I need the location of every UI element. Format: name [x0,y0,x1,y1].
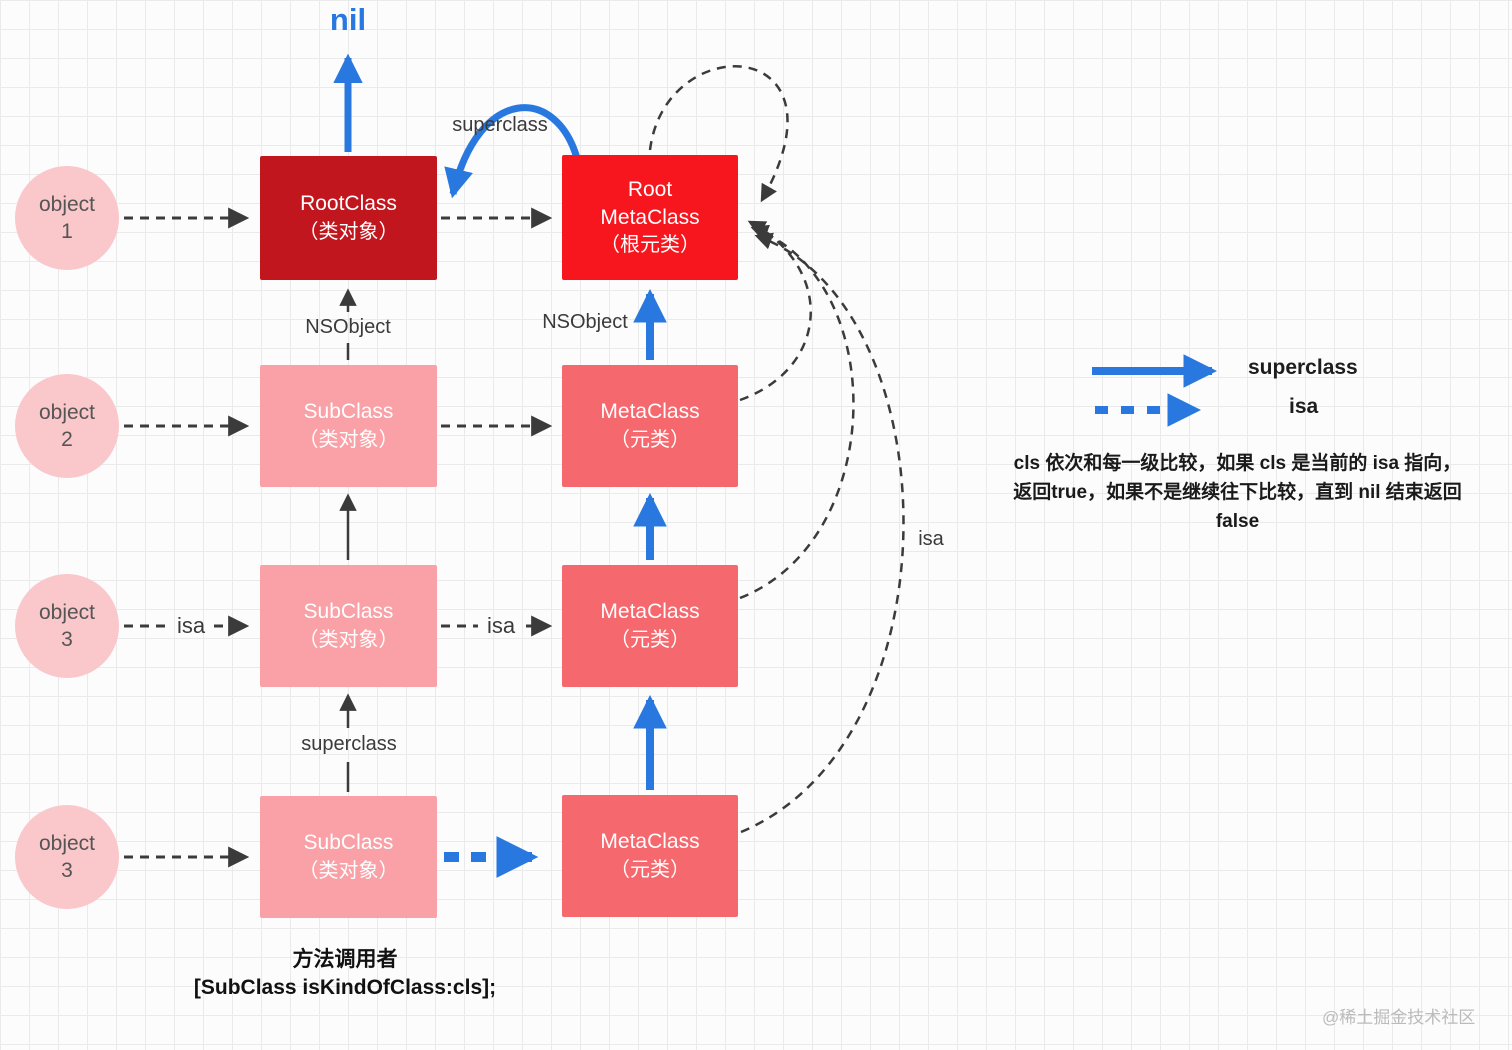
note-line2: 返回true，如果不是继续往下比较，直到 nil 结束返回 [1013,482,1462,503]
method-caller-caption: 方法调用者 [SubClass isKindOfClass:cls]; [150,946,540,1002]
metaclass3-subtitle: （元类） [610,628,690,651]
object-3b-circle: object 3 [15,805,119,909]
watermark: @稀土掘金技术社区 [1322,1008,1476,1027]
root-metaclass-line1: Root [627,177,673,201]
superclass-bottom-label: superclass [301,733,397,755]
isa-class-label: isa [486,613,516,638]
subclass3-box: SubClass （类对象） [260,565,437,687]
subclass2-title: SubClass [303,400,394,424]
metaclass2-box: MetaClass （元类） [562,365,738,487]
rootclass-subtitle: （类对象） [298,220,399,243]
subclass2-subtitle: （类对象） [298,428,399,451]
isa-curve-metaclass3-to-rootmeta [739,224,855,600]
superclass-top-label: superclass [452,114,548,136]
object-3-label-line1: object [38,600,96,624]
object-2-circle: object 2 [15,374,119,478]
subclass3-subtitle: （类对象） [298,628,399,651]
object-3b-label-line2: 3 [61,859,73,882]
rootclass-box: RootClass （类对象） [260,156,437,280]
rootclass-title: RootClass [300,192,397,216]
metaclass4-box: MetaClass （元类） [562,795,738,917]
subclass2-box: SubClass （类对象） [260,365,437,487]
superclass-arrow-rootmeta-to-rootclass [444,104,582,199]
object-1-label-line2: 1 [61,220,73,243]
metaclass2-subtitle: （元类） [610,428,690,451]
object-1-label-line1: object [38,192,96,216]
metaclass4-title: MetaClass [600,830,700,854]
isa-object-label: isa [176,613,206,638]
note-line1: cls 依次和每一级比较，如果 cls 是当前的 isa 指向， [1013,453,1462,474]
isa-curve-label: isa [918,528,944,550]
metaclass2-title: MetaClass [600,400,700,424]
object-2-label-line1: object [38,400,96,424]
nil-label: nil [329,2,367,37]
legend-superclass-label: superclass [1248,356,1358,379]
explanation-note: cls 依次和每一级比较，如果 cls 是当前的 isa 指向， 返回true，… [965,449,1510,536]
object-3-label-line2: 3 [61,628,73,651]
subclass4-box: SubClass （类对象） [260,796,437,918]
caption-line2: [SubClass isKindOfClass:cls]; [193,976,497,999]
metaclass3-title: MetaClass [600,600,700,624]
metaclass4-subtitle: （元类） [610,858,690,881]
object-3-circle: object 3 [15,574,119,678]
subclass4-subtitle: （类对象） [298,859,399,882]
nsobject-right-label: NSObject [542,311,628,333]
subclass3-title: SubClass [303,600,394,624]
isa-curve-metaclass4-to-rootmeta [740,232,905,834]
root-metaclass-line3: （根元类） [600,234,700,257]
legend-isa-label: isa [1289,395,1319,418]
isa-curve-metaclass2-to-rootmeta [739,220,812,402]
object-1-circle: object 1 [15,166,119,270]
object-3b-label-line1: object [38,831,96,855]
subclass4-title: SubClass [303,831,394,855]
note-line3: false [1215,511,1260,532]
object-2-label-line2: 2 [61,428,73,451]
root-metaclass-line2: MetaClass [600,206,700,229]
caption-line1: 方法调用者 [292,948,398,971]
root-metaclass-box: Root MetaClass （根元类） [562,155,738,280]
metaclass3-box: MetaClass （元类） [562,565,738,687]
nsobject-left-label: NSObject [305,316,391,338]
